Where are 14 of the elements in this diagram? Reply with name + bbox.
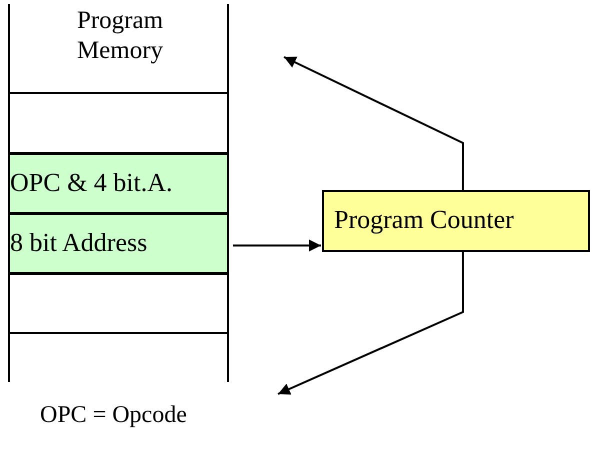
memory-row (10, 92, 227, 154)
register-label: Program Counter (334, 205, 514, 235)
arrow (284, 56, 464, 190)
memory-cell-text: 8 bit Address (10, 228, 148, 258)
memory-cell-text: OPC & 4 bit.A. (10, 168, 173, 198)
column-heading: Program Memory (76, 6, 164, 66)
register-box (322, 190, 590, 252)
memory-row (10, 273, 227, 334)
memory-column (8, 4, 229, 382)
memory-row (10, 153, 227, 214)
arrow (278, 252, 464, 395)
note-text: OPC = Opcode (40, 401, 187, 430)
memory-row (10, 213, 227, 274)
arrow (233, 240, 321, 252)
